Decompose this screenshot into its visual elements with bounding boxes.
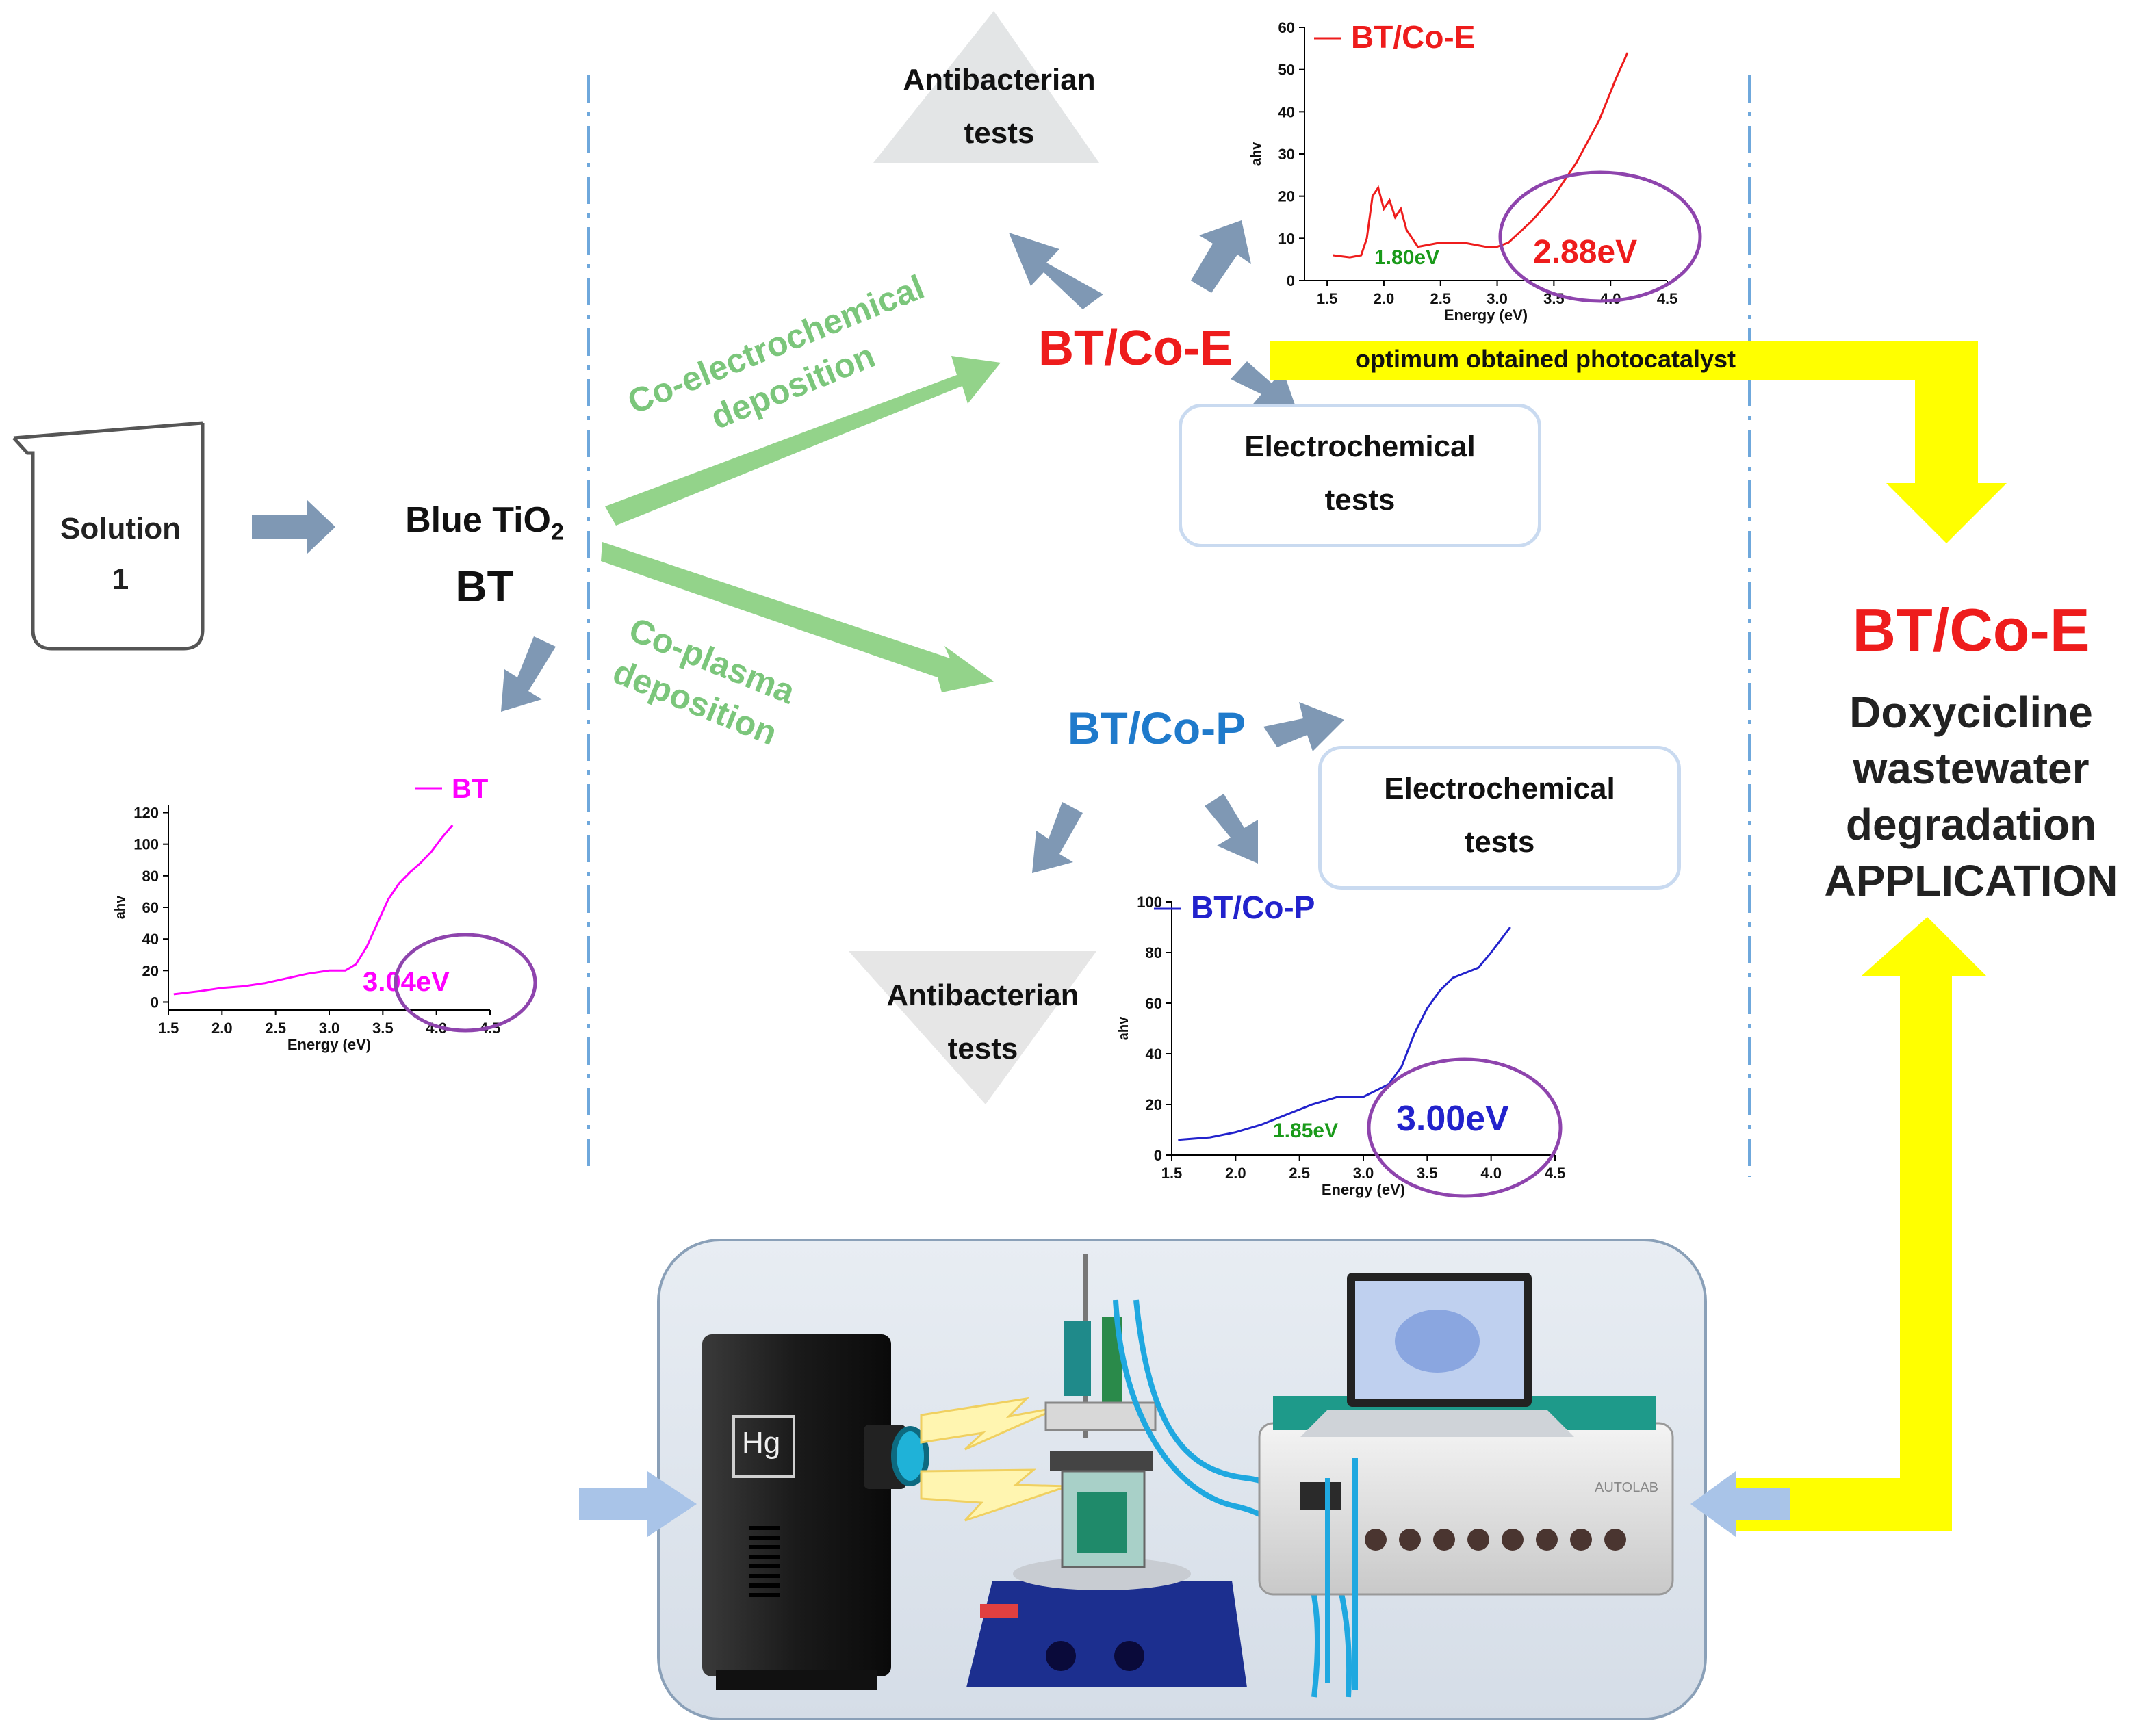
series-line xyxy=(173,825,454,996)
autolab-label: AUTOLAB xyxy=(1595,1480,1658,1495)
x-tick-label: 3.0 xyxy=(319,1020,340,1037)
arrow-coe-to-graph xyxy=(1191,220,1251,293)
y-tick-label: 40 xyxy=(1278,103,1295,120)
legend-label: BT/Co-P xyxy=(1191,890,1315,925)
x-tick-label: 2.0 xyxy=(1374,290,1395,307)
x-axis-label: Energy (eV) xyxy=(1322,1181,1405,1198)
blue-tio2-label: Blue TiO2 BT xyxy=(405,500,564,612)
arrow-into-setup-right xyxy=(1690,1471,1790,1537)
x-tick-label: 4.0 xyxy=(1480,1165,1502,1182)
y-tick-label: 60 xyxy=(142,899,159,916)
hg-lamp xyxy=(702,1334,929,1690)
arrow-bt-to-coe xyxy=(605,356,1001,526)
y-tick-label: 40 xyxy=(142,931,159,948)
arrow-cop-to-electrochemical xyxy=(1263,702,1344,751)
y-tick-label: 0 xyxy=(151,994,159,1011)
light-beam-icon xyxy=(920,1468,1068,1522)
arrow-cop-to-antibacterial xyxy=(1032,802,1083,873)
y-tick-label: 20 xyxy=(1146,1096,1162,1113)
band-gap-label: 1.80eV xyxy=(1374,246,1439,269)
highlight-ellipse-coe xyxy=(1498,170,1702,303)
arrow-coe-to-antibacterial xyxy=(1009,233,1103,309)
x-tick-label: 1.5 xyxy=(1317,290,1338,307)
legend-label: BT/Co-E xyxy=(1351,19,1475,55)
magnetic-stirrer xyxy=(966,1557,1247,1687)
arrow-cop-to-graph xyxy=(1205,794,1258,864)
y-tick-label: 10 xyxy=(1278,230,1295,247)
y-tick-label: 50 xyxy=(1278,62,1295,79)
band-gap-label: 1.85eV xyxy=(1273,1119,1338,1142)
arrow-bt-to-cop xyxy=(601,542,994,692)
x-tick-label: 2.0 xyxy=(1225,1165,1246,1182)
x-tick-label: 1.5 xyxy=(158,1020,179,1037)
cable-icon xyxy=(1113,1299,1320,1698)
y-tick-label: 80 xyxy=(142,868,159,885)
y-tick-label: 40 xyxy=(1146,1046,1162,1063)
triangle-down-shape xyxy=(849,951,1096,1104)
x-tick-label: 4.5 xyxy=(1545,1165,1566,1182)
arrow-solution-to-bt xyxy=(252,500,335,554)
x-tick-label: 2.5 xyxy=(1430,290,1451,307)
x-axis-label: Energy (eV) xyxy=(1444,307,1528,324)
x-tick-label: 3.0 xyxy=(1353,1165,1374,1182)
y-tick-label: 30 xyxy=(1278,146,1295,163)
bt-co-p-label: BT/Co-P xyxy=(1067,703,1246,753)
x-tick-label: 2.5 xyxy=(1289,1165,1310,1182)
electrochemical-tests-box-bottom xyxy=(1318,746,1681,890)
x-tick-label: 1.5 xyxy=(1161,1165,1183,1182)
y-tick-label: 0 xyxy=(1287,272,1295,289)
light-beam-icon xyxy=(920,1397,1062,1451)
x-tick-label: 2.5 xyxy=(265,1020,286,1037)
y-tick-label: 60 xyxy=(1146,995,1162,1012)
beaker-icon xyxy=(12,423,205,651)
arrow-into-setup-left xyxy=(579,1471,697,1537)
band-gap-label: 2.88eV xyxy=(1533,234,1637,270)
cable-icon xyxy=(1133,1299,1352,1698)
y-tick-label: 0 xyxy=(1154,1147,1162,1164)
highlight-ellipse-cop xyxy=(1367,1057,1563,1198)
triangle-up-shape xyxy=(873,11,1099,163)
y-tick-label: 20 xyxy=(1278,188,1295,205)
application-title: BT/Co-E xyxy=(1852,596,2090,664)
band-gap-label: 3.04eV xyxy=(363,967,450,997)
y-axis-label: ahv xyxy=(113,895,128,919)
arrow-bt-to-graph xyxy=(501,636,556,712)
y-axis-label: ahv xyxy=(1249,142,1264,166)
series-line xyxy=(1178,927,1511,1141)
yellow-banner-arrow xyxy=(1270,341,2007,543)
y-axis-label: ahv xyxy=(1116,1016,1131,1040)
x-axis-label: Energy (eV) xyxy=(287,1036,371,1053)
y-tick-label: 120 xyxy=(133,805,159,822)
legend-label: BT xyxy=(452,774,488,804)
x-tick-label: 4.5 xyxy=(1657,290,1678,307)
y-tick-label: 20 xyxy=(142,962,159,979)
hg-logo-text: Hg xyxy=(742,1426,781,1460)
series-line xyxy=(1333,52,1629,259)
electrochemical-reactor xyxy=(1044,1254,1157,1568)
x-tick-label: 3.5 xyxy=(1417,1165,1438,1182)
x-tick-label: 3.5 xyxy=(372,1020,394,1037)
x-tick-label: 3.0 xyxy=(1487,290,1508,307)
electrochemical-tests-box-top xyxy=(1179,404,1541,547)
yellow-up-arrow xyxy=(1729,917,1986,1531)
x-tick-label: 2.0 xyxy=(211,1020,233,1037)
laptop-icon xyxy=(1300,1273,1574,1437)
bt-co-e-label: BT/Co-E xyxy=(1038,321,1233,376)
y-tick-label: 100 xyxy=(133,836,159,853)
highlight-ellipse-bt xyxy=(394,933,537,1033)
y-tick-label: 60 xyxy=(1278,19,1295,36)
optimum-photocatalyst-banner: optimum obtained photocatalyst xyxy=(1355,345,1736,373)
band-gap-label: 3.00eV xyxy=(1396,1099,1509,1139)
y-tick-label: 80 xyxy=(1146,944,1162,961)
